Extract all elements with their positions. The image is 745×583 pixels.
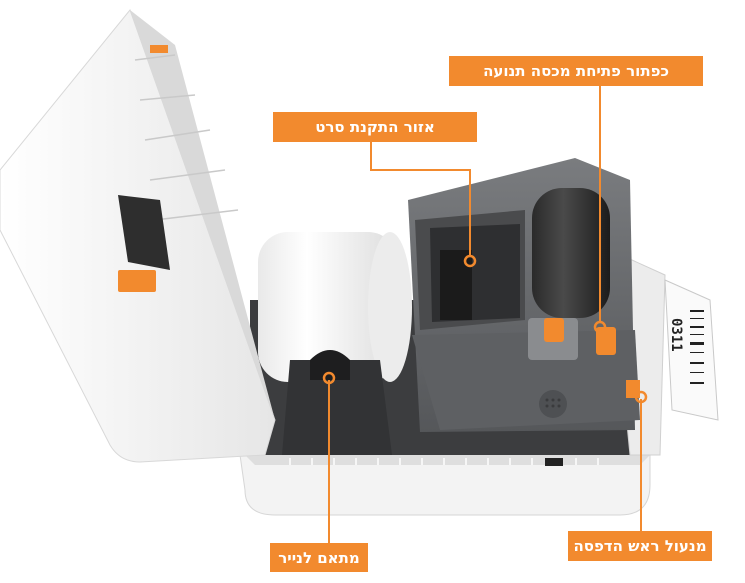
printer-lid: [0, 10, 275, 462]
label-sheet-number: 0311: [668, 318, 684, 352]
callout-label-install-area: אזור התקנת סרט: [273, 112, 477, 142]
label-sheet: 0311: [665, 280, 718, 420]
paper-adapter: [282, 350, 392, 455]
callout-paper-adapter: מתאם לנייר: [270, 543, 368, 572]
print-mechanism: [408, 158, 640, 432]
callout-ribbon-cover-button: כפתור פתיחת מכסה תנועה: [449, 56, 703, 86]
callout-print-head-lock: מנעול ראש הדפסה: [568, 531, 712, 561]
